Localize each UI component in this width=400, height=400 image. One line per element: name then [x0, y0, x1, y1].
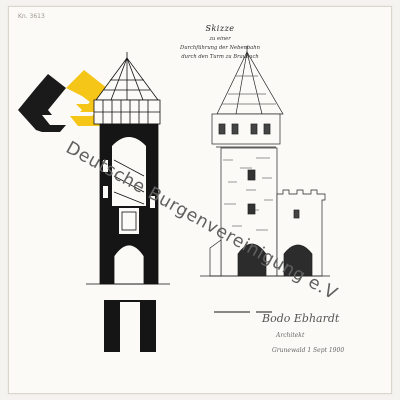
catalogue-number: Kn. 3613	[18, 13, 45, 20]
subtitle-line-1: zu einer	[209, 36, 231, 42]
drawing-sheet	[8, 6, 392, 394]
architect-signature: Bodo Ebhardt	[262, 312, 340, 325]
architect-role: Architekt	[276, 332, 305, 339]
right-tower-elevation	[200, 46, 330, 313]
drawing-title: Skizze	[205, 24, 235, 33]
subtitle-line-3: durch den Turm zu Braubach	[181, 54, 259, 60]
left-tower-plan	[104, 300, 156, 352]
left-tower-section	[86, 52, 170, 285]
signature-place-date: Grunewald 1 Sept 1900	[272, 347, 345, 354]
subtitle-line-2: Durchführung der Nebenbahn	[180, 45, 260, 51]
